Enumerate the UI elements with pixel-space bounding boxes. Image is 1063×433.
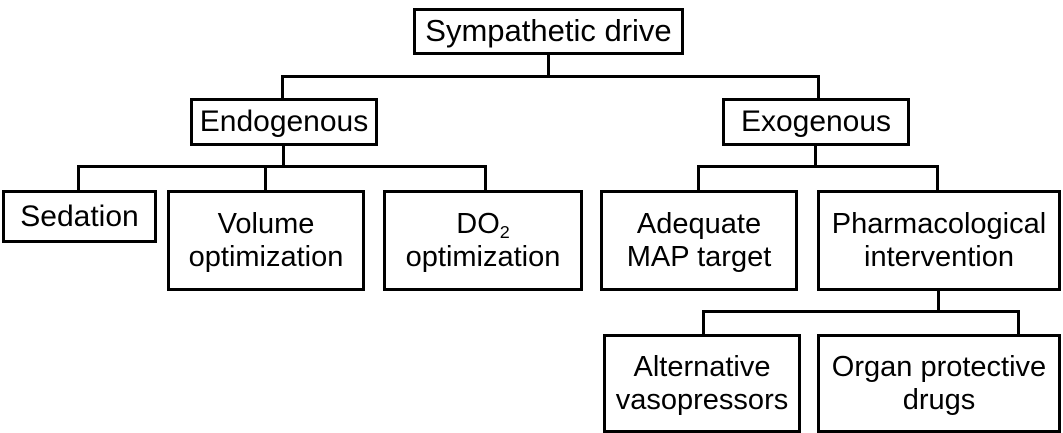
connector-exogenous-bus [697, 165, 939, 168]
connector-endogenous-to-do2-optimization [484, 165, 487, 192]
node-organ-protective-drugs: Organ protective drugs [817, 334, 1061, 433]
node-sedation: Sedation [2, 190, 157, 243]
node-label-pharmacological-intervention: Pharmacological intervention [820, 208, 1058, 273]
node-label-alternative-vasopressors-line2: vasopressors [615, 383, 789, 416]
node-label-do2-optimization: DO2 optimization [386, 208, 580, 273]
connector-root-to-exogenous [817, 75, 820, 101]
connector-pharmacological-to-alternative-vasopressors [702, 310, 705, 336]
connector-endogenous-to-sedation [77, 165, 80, 192]
node-label-do2-optimization-line1: DO2 [456, 208, 510, 243]
connector-exogenous-to-pharmacological-intervention [936, 165, 939, 192]
node-sympathetic-drive: Sympathetic drive [413, 8, 684, 55]
node-label-alternative-vasopressors: Alternative vasopressors [606, 351, 798, 416]
do2-subscript: 2 [499, 222, 510, 243]
node-label-pharmacological-intervention-line1: Pharmacological [831, 208, 1047, 241]
connector-root-stem [547, 55, 550, 78]
node-label-adequate-map-target: Adequate MAP target [603, 208, 795, 273]
node-label-exogenous: Exogenous [740, 105, 892, 139]
node-label-organ-protective-drugs-line1: Organ protective [831, 351, 1047, 384]
node-label-volume-optimization-line1: Volume [217, 208, 315, 241]
node-label-pharmacological-intervention-line2: intervention [864, 240, 1014, 273]
node-label-adequate-map-target-line1: Adequate [636, 208, 762, 241]
node-label-alternative-vasopressors-line1: Alternative [633, 351, 771, 384]
node-label-sedation: Sedation [20, 199, 139, 233]
node-pharmacological-intervention: Pharmacological intervention [817, 190, 1061, 291]
connector-exogenous-stem [814, 146, 817, 168]
node-label-endogenous: Endogenous [199, 105, 369, 139]
connector-endogenous-to-volume-optimization [264, 165, 267, 192]
connector-pharmacological-stem [937, 291, 940, 313]
node-do2-optimization: DO2 optimization [383, 190, 583, 291]
node-label-sympathetic-drive: Sympathetic drive [425, 13, 672, 49]
connector-root-bus [281, 75, 820, 78]
node-label-do2-optimization-line2: optimization [405, 240, 561, 273]
node-endogenous: Endogenous [190, 98, 378, 146]
connector-exogenous-to-adequate-map-target [697, 165, 700, 192]
node-label-adequate-map-target-line2: MAP target [626, 240, 772, 273]
node-volume-optimization: Volume optimization [167, 190, 365, 291]
connector-endogenous-stem [282, 146, 285, 168]
node-adequate-map-target: Adequate MAP target [600, 190, 798, 291]
node-alternative-vasopressors: Alternative vasopressors [603, 334, 801, 433]
connector-endogenous-bus [77, 165, 487, 168]
node-exogenous: Exogenous [722, 98, 910, 146]
connector-pharmacological-to-organ-protective-drugs [1017, 310, 1020, 336]
connector-root-to-endogenous [281, 75, 284, 101]
node-label-volume-optimization: Volume optimization [170, 208, 362, 273]
node-label-volume-optimization-line2: optimization [188, 240, 344, 273]
node-label-organ-protective-drugs-line2: drugs [902, 383, 976, 416]
do2-prefix: DO [456, 208, 500, 241]
connector-pharmacological-bus [702, 310, 1020, 313]
node-label-organ-protective-drugs: Organ protective drugs [820, 351, 1058, 416]
